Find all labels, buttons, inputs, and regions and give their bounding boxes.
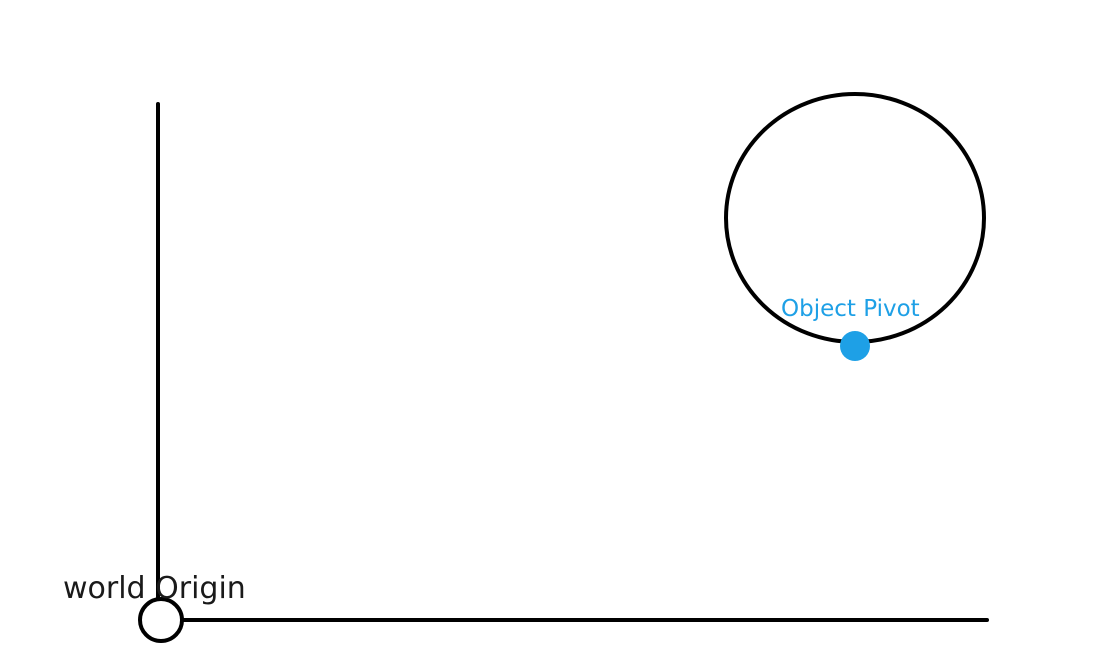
world-origin-label: world Origin [63,571,246,606]
world-origin-marker [138,597,184,643]
object-pivot-label: Object Pivot [781,296,920,322]
object-pivot-point [840,331,870,361]
